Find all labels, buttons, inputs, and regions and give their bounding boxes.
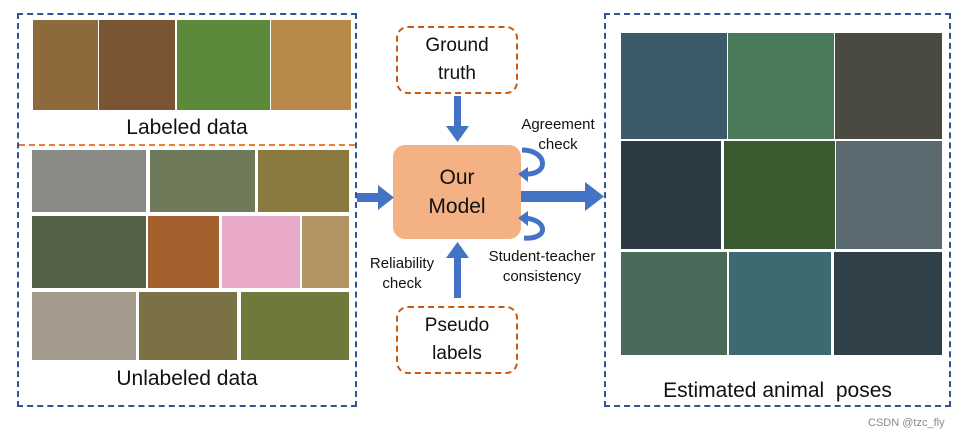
model-box: Our Model: [393, 145, 521, 239]
poses-panel: [604, 13, 951, 407]
arrow-model-to-poses: [521, 182, 604, 211]
pose-image-sheep: [729, 252, 831, 355]
data-panel: [17, 13, 357, 407]
pose-image-dog: [728, 33, 834, 139]
agreement-check-label: Agreement check: [521, 116, 595, 153]
labeled-image-lion: [271, 20, 351, 110]
ground-truth-label: Ground truth: [425, 35, 489, 84]
unlabeled-data-caption: Unlabeled data: [116, 367, 258, 390]
reliability-check-label: Reliability check: [369, 255, 435, 292]
pose-image-gorilla: [835, 33, 942, 139]
unlabeled-image-hippo: [32, 150, 146, 212]
agreement-loop-icon: [521, 147, 545, 177]
pose-image-deer: [621, 33, 727, 139]
labeled-unlabeled-divider: [19, 144, 355, 146]
ground-truth-box: Ground truth: [396, 26, 518, 94]
unlabeled-image-puppies: [222, 216, 300, 288]
pose-image-elephant: [621, 252, 727, 355]
pose-image-dog2: [836, 141, 942, 249]
arrow-ground-truth-to-model: [446, 96, 469, 142]
consistency-loop-icon: [521, 215, 545, 241]
student-teacher-label: Student-teacher consistency: [488, 248, 596, 285]
labeled-image-cow: [177, 20, 270, 110]
arrow-pseudo-labels-to-model: [446, 242, 469, 298]
labeled-image-beaver: [99, 20, 175, 110]
pose-image-cat: [834, 252, 942, 355]
labeled-image-giraffe: [33, 20, 98, 110]
unlabeled-image-prairie-dog: [302, 216, 349, 288]
unlabeled-image-elephants: [32, 292, 136, 360]
unlabeled-image-zebras: [150, 150, 255, 212]
pseudo-labels-box: Pseudo labels: [396, 306, 518, 374]
arrow-data-to-model: [357, 185, 394, 210]
unlabeled-image-fox: [148, 216, 219, 288]
model-label: Our Model: [428, 166, 486, 218]
consistency-loop-arrowhead: [518, 211, 528, 226]
agreement-loop-arrowhead: [518, 167, 528, 182]
estimated-poses-caption: Estimated animal poses: [663, 379, 892, 402]
unlabeled-image-monkey: [241, 292, 349, 360]
pose-image-horse: [621, 141, 721, 249]
unlabeled-image-antelope: [139, 292, 237, 360]
unlabeled-image-jaguar: [258, 150, 349, 212]
watermark: CSDN @tzc_fly: [868, 417, 945, 429]
pose-image-panda: [724, 141, 835, 249]
pseudo-labels-label: Pseudo labels: [424, 315, 490, 364]
unlabeled-image-buffalo: [32, 216, 146, 288]
labeled-data-caption: Labeled data: [126, 116, 248, 139]
